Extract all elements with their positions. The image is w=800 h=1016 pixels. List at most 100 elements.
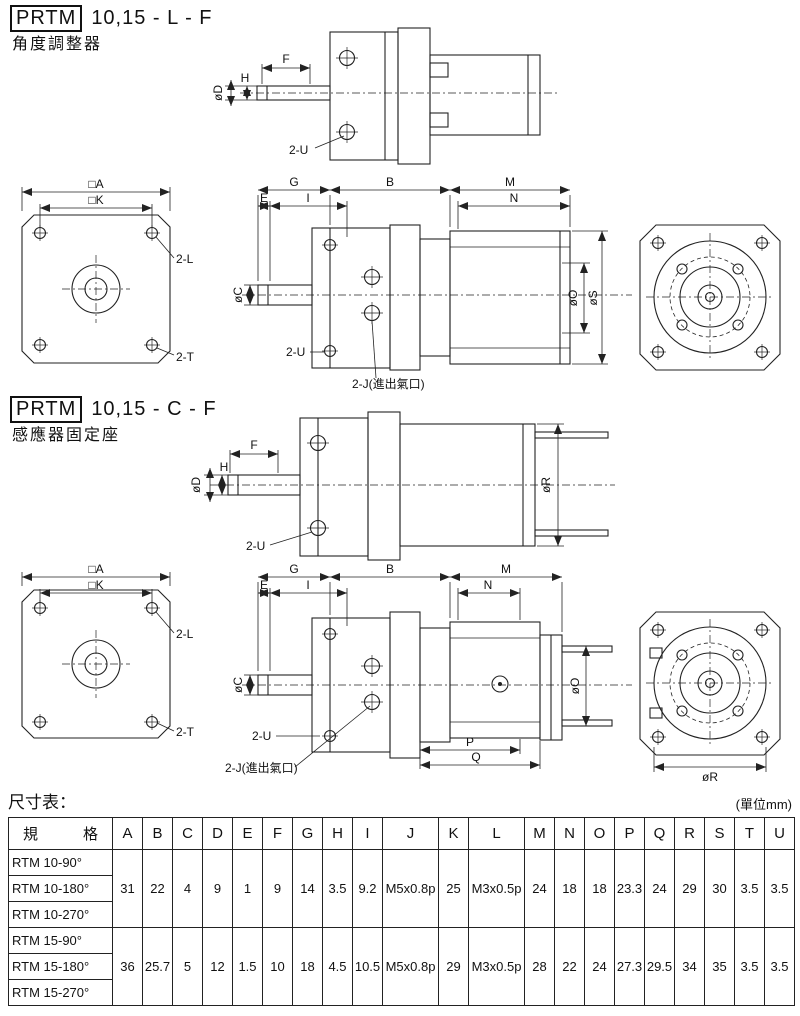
value-cell: 18 [584,849,615,928]
dim-label-oc: øC [231,677,245,693]
col-header: S [704,817,735,850]
dim-label-f: F [282,52,289,66]
col-header: G [292,817,323,850]
col-header: H [322,817,353,850]
value-cell: 29.5 [644,927,675,1006]
dimension-f: F [229,438,279,473]
value-cell: 3.5 [734,849,765,928]
dimension-table: 規 格 A B C D E F G H I J K L M N O P [8,817,795,1006]
dim-label-p: P [466,735,474,749]
dim-label-n: N [510,191,519,205]
dim-label-e: E [260,578,268,592]
col-header: R [674,817,705,850]
spec-cell: RTM 15-270° [8,979,113,1006]
value-cell: 36 [112,927,143,1006]
value-cell: 3.5 [322,849,353,928]
value-cell: 14 [292,849,323,928]
value-cell: 3.5 [764,849,795,928]
value-cell: 24 [524,849,555,928]
end-view [639,611,781,756]
value-cell: 24 [584,927,615,1006]
dim-label-h: H [220,460,229,474]
value-cell: 23.3 [614,849,645,928]
dim-label-q: Q [471,750,480,764]
col-header: D [202,817,233,850]
dim-label-oo: øO [566,290,580,307]
value-cell: 3.5 [764,927,795,1006]
value-cell: 35 [704,927,735,1006]
dimension-or: øR [537,423,564,547]
actuator-outline [227,411,609,561]
dim-label-i: I [306,578,309,592]
dim-label-2t: 2-T [176,350,195,364]
table-row: RTM 10-90° 31 22 4 9 1 9 14 3.5 9.2 M5x0… [8,849,795,928]
dim-label-sqk: □K [88,578,103,592]
col-header: I [352,817,383,850]
end-view [639,224,781,371]
dim-label-or: øR [539,477,553,493]
dim-label-i: I [306,191,309,205]
value-cell: 9 [262,849,293,928]
value-cell: 30 [704,849,735,928]
table-header-row: 規 格 A B C D E F G H I J K L M N O P [8,817,795,850]
col-header: J [382,817,439,850]
dimension-p: P [419,735,521,769]
dim-label-sqa: □A [88,177,103,191]
value-cell: 25.7 [142,927,173,1006]
value-cell: 9 [202,849,233,928]
dimension-m: M [450,175,571,227]
drawing-row-lf: □A □K 2-L 2-T [21,175,781,391]
callout-2u: 2-U [286,345,324,359]
value-cell: M3x0.5p [468,927,525,1006]
dimension-i: I [270,578,348,626]
value-cell: 25 [438,849,469,928]
col-header: P [614,817,645,850]
value-cell: 34 [674,927,705,1006]
dimension-e: E [258,578,271,671]
value-cell: 24 [644,849,675,928]
dimension-q: Q [420,741,541,769]
model-code-lf: 10,15 - L - F [91,7,213,29]
dim-label-2u: 2-U [252,729,271,743]
dim-label-od: øD [189,477,203,493]
value-cell: 10.5 [352,927,383,1006]
value-cell: 12 [202,927,233,1006]
callout-2u: 2-U [252,729,320,743]
value-cell: 1 [232,849,263,928]
section-lf-subtitle: 角度調整器 [12,36,103,53]
dim-label-2u: 2-U [246,539,265,553]
dim-label-g: G [289,562,298,576]
drawing-cf-side-view: F øD H 2-U øR [189,411,615,561]
dimension-b: B [330,562,451,618]
section-lf-header: PRTM 10,15 - L - F [10,5,213,32]
dimension-e: E [258,191,271,281]
col-header: C [172,817,203,850]
dimension-oc: øC [231,674,258,696]
front-view-flange [21,589,171,739]
callout-2t: 2-T [156,347,195,364]
dimension-g: G [257,562,331,671]
dimension-sqa: □A [21,562,171,586]
dimension-sqa: □A [21,177,171,211]
dimension-oo: øO [565,645,592,727]
dim-label-g: G [289,175,298,189]
dimension-table-section: 尺寸表： (單位mm) 規 格 A B C D E F G H I J K [8,788,795,1006]
dim-label-2j: 2-J(進出氣口) [225,761,298,775]
front-view-flange [21,214,171,364]
value-cell: 10 [262,927,293,1006]
dim-label-od: øD [211,85,225,101]
dimension-or: øR [653,747,767,784]
col-header: O [584,817,615,850]
dim-label-f: F [250,438,257,452]
dim-label-os: øS [586,290,600,305]
dimension-f: F [261,52,311,84]
model-badge-lf: PRTM [10,5,83,32]
dim-label-2t: 2-T [176,725,195,739]
dim-label-h: H [241,71,250,85]
dim-label-2l: 2-L [176,252,194,266]
col-header: F [262,817,293,850]
dim-label-oo: øO [568,678,582,695]
dim-label-2u: 2-U [286,345,305,359]
table-title-row: 尺寸表： (單位mm) [8,788,792,813]
value-cell: 18 [292,927,323,1006]
